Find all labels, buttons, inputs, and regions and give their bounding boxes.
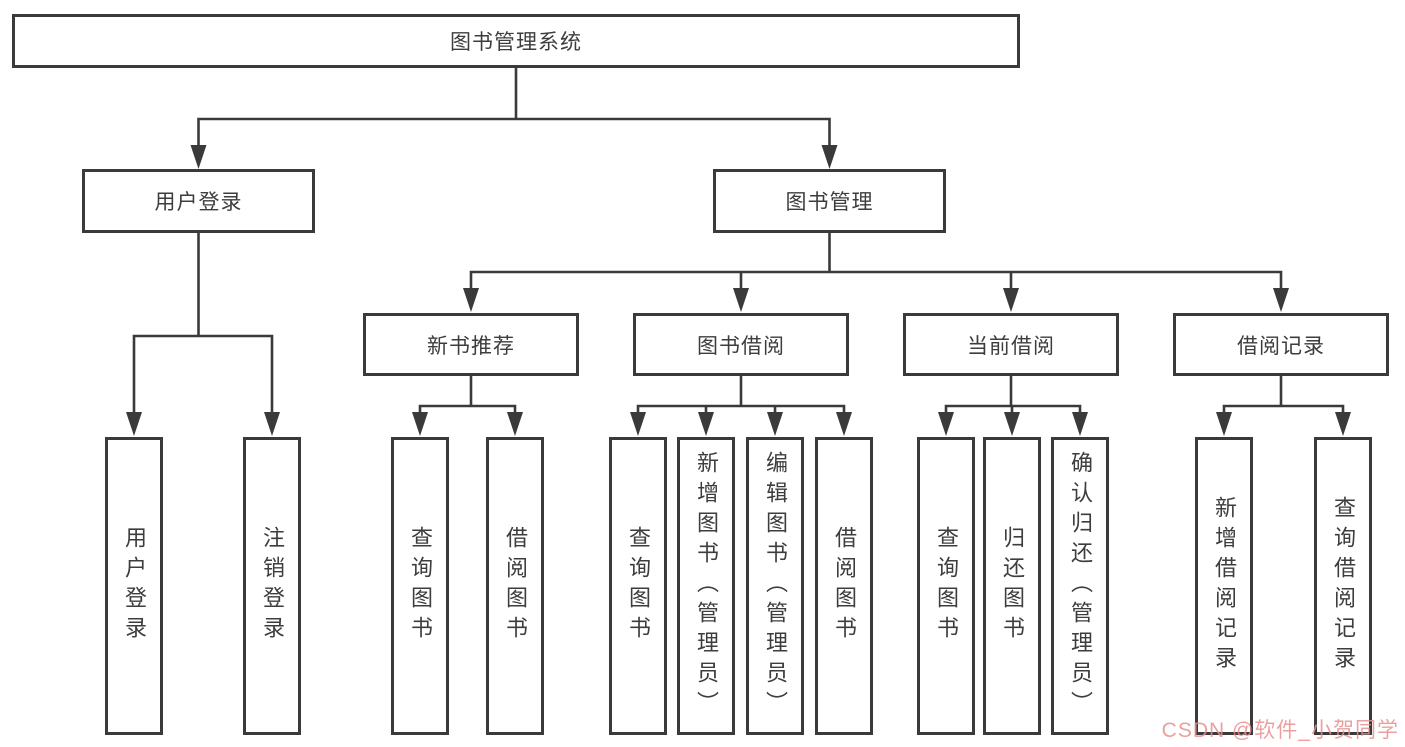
node-label: 查询图书 — [408, 526, 433, 646]
node-leaf-query-books-3: 查询图书 — [917, 437, 975, 735]
node-book-borrowing: 图书借阅 — [633, 313, 849, 376]
node-new-book-recommendation: 新书推荐 — [363, 313, 579, 376]
node-label: 用户登录 — [154, 191, 243, 214]
node-label: 借阅图书 — [832, 526, 857, 646]
node-leaf-borrow-books-2: 借阅图书 — [815, 437, 873, 735]
node-label: 查询图书 — [934, 526, 959, 646]
node-label: 图书管理系统 — [450, 31, 582, 54]
node-label: 归还图书 — [1000, 526, 1025, 646]
node-book-management: 图书管理 — [713, 169, 946, 233]
node-user-login: 用户登录 — [82, 169, 315, 233]
node-label: 新增图书（管理员） — [694, 451, 719, 721]
node-library-management-system: 图书管理系统 — [12, 14, 1020, 68]
node-label: 新书推荐 — [427, 334, 515, 358]
node-leaf-borrow-books-1: 借阅图书 — [486, 437, 544, 735]
node-leaf-query-borrow-record: 查询借阅记录 — [1314, 437, 1372, 735]
node-label: 借阅图书 — [503, 526, 528, 646]
node-leaf-query-books-2: 查询图书 — [609, 437, 667, 735]
node-leaf-confirm-return-admin: 确认归还（管理员） — [1051, 437, 1109, 735]
node-label: 用户登录 — [122, 526, 147, 646]
node-label: 借阅记录 — [1237, 334, 1325, 358]
node-label: 新增借阅记录 — [1212, 496, 1237, 676]
node-label: 图书借阅 — [697, 334, 785, 358]
node-label: 编辑图书（管理员） — [763, 451, 788, 721]
node-label: 查询借阅记录 — [1331, 496, 1356, 676]
node-label: 注销登录 — [260, 526, 285, 646]
node-label: 当前借阅 — [967, 334, 1055, 358]
node-leaf-edit-books-admin: 编辑图书（管理员） — [746, 437, 804, 735]
node-borrowing-records: 借阅记录 — [1173, 313, 1389, 376]
node-leaf-query-books-1: 查询图书 — [391, 437, 449, 735]
node-leaf-add-books-admin: 新增图书（管理员） — [677, 437, 735, 735]
node-leaf-add-borrow-record: 新增借阅记录 — [1195, 437, 1253, 735]
node-leaf-logout: 注销登录 — [243, 437, 301, 735]
node-leaf-return-books: 归还图书 — [983, 437, 1041, 735]
node-label: 图书管理 — [785, 191, 874, 214]
node-current-borrowing: 当前借阅 — [903, 313, 1119, 376]
node-label: 查询图书 — [626, 526, 651, 646]
node-label: 确认归还（管理员） — [1068, 451, 1093, 721]
node-leaf-user-login: 用户登录 — [105, 437, 163, 735]
